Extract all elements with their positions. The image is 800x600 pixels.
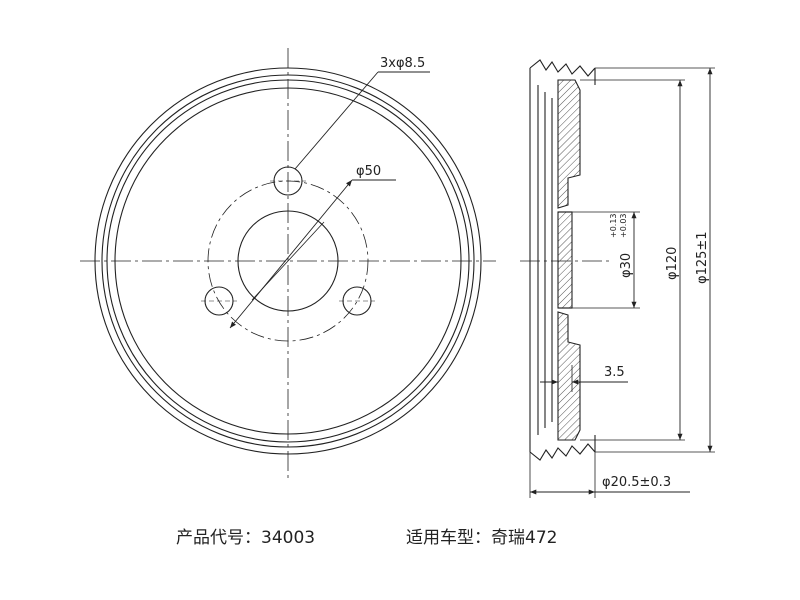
front-view: [80, 48, 496, 480]
upper-web-section: [557, 79, 581, 209]
rim-step-circle: [106, 79, 470, 443]
width-dimension-label: φ20.5±0.3: [602, 475, 671, 490]
bore-dimension-label: φ30: [619, 253, 634, 278]
hub-bore-section: [557, 211, 573, 309]
vehicle-model-caption: 适用车型：奇瑞472: [406, 528, 558, 548]
bore-tolerance-lower: +0.03: [619, 213, 628, 238]
outer-dimension-label: φ125±1: [695, 231, 710, 284]
bore-diagonal-line: [251, 221, 325, 301]
hub-face-circle: [114, 87, 462, 435]
outer-rim-circle: [94, 67, 482, 455]
hub-dimension-label: φ120: [665, 247, 680, 280]
bolt-hole-leader: [294, 71, 379, 170]
product-code-caption: 产品代号：34003: [176, 528, 316, 548]
web-thickness-label: 3.5: [604, 365, 625, 380]
side-section-view: [520, 59, 715, 498]
bore-tolerance-upper: +0.13: [609, 213, 618, 238]
pulley-side-outline: [529, 59, 596, 461]
rim-inner-circle: [101, 74, 475, 448]
lower-web-section: [557, 311, 581, 441]
bolt-hole-dimension-label: 3xφ8.5: [380, 56, 425, 71]
pcd-dimension-line: [229, 179, 353, 329]
pcd-dimension-label: φ50: [356, 164, 381, 179]
